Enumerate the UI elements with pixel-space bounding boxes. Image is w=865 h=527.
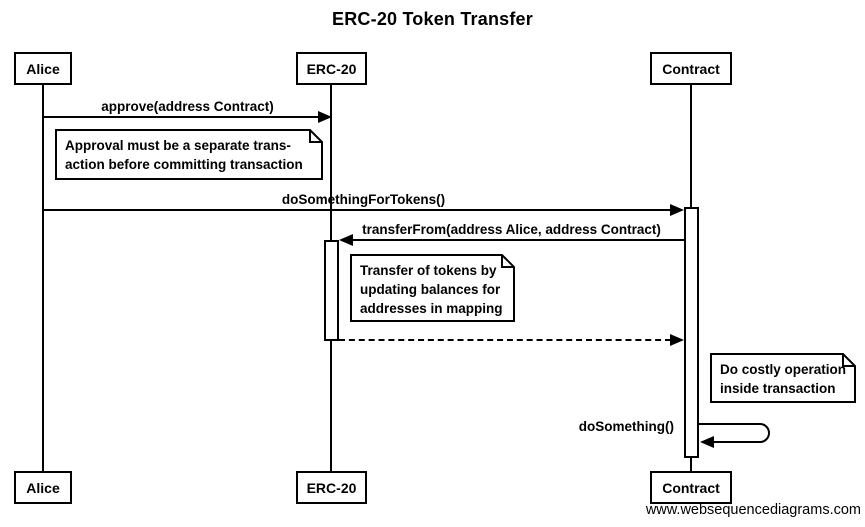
activation-bar-contract <box>684 207 699 458</box>
message-do-something-for-tokens-line <box>43 209 671 211</box>
self-call-arrow-icon <box>699 423 770 448</box>
diagram-title: ERC-20 Token Transfer <box>332 9 533 29</box>
note-approval-line-2: action before committing transaction <box>65 157 303 172</box>
arrowhead-left-icon <box>339 234 353 246</box>
message-transfer-from-label: transferFrom(address Alice, address Cont… <box>362 222 661 237</box>
lifeline-alice <box>42 84 44 471</box>
note-costly-text: Do costly operation inside transaction <box>710 353 856 403</box>
activation-bar-erc20 <box>324 240 339 341</box>
note-transfer-line-3: addresses in mapping <box>360 301 503 316</box>
actor-label-contract-top: Contract <box>662 60 720 77</box>
note-approval: Approval must be a separate trans- actio… <box>55 129 323 180</box>
watermark: www.websequencediagrams.com <box>645 502 861 518</box>
arrowhead-right-icon <box>670 334 684 346</box>
note-approval-line-1: Approval must be a separate trans- <box>65 138 291 153</box>
arrowhead-right-icon <box>670 204 684 216</box>
actor-label-alice-bottom: Alice <box>26 479 60 496</box>
note-outline-icon <box>55 129 323 180</box>
message-approve-line <box>43 116 319 118</box>
actor-box-contract-top: Contract <box>650 52 732 85</box>
lifeline-contract-lower <box>690 456 692 471</box>
note-costly-line-1: Do costly operation <box>720 362 847 377</box>
message-transfer-from-line <box>352 239 684 241</box>
actor-label-contract-bottom: Contract <box>662 479 720 496</box>
note-transfer: Transfer of tokens by updating balances … <box>350 254 515 322</box>
lifeline-contract-upper <box>690 84 692 208</box>
message-approve-label: approve(address Contract) <box>101 99 274 114</box>
actor-box-alice-top: Alice <box>14 52 72 85</box>
note-outline-icon <box>710 353 856 403</box>
note-outline-icon <box>350 254 515 322</box>
message-do-something-for-tokens-label: doSomethingForTokens() <box>281 192 446 207</box>
note-costly-line-2: inside transaction <box>720 381 836 396</box>
note-costly: Do costly operation inside transaction <box>710 353 856 403</box>
actor-label-erc20-top: ERC-20 <box>306 60 357 77</box>
message-do-something-label: doSomething() <box>578 419 674 434</box>
note-transfer-line-1: Transfer of tokens by <box>360 263 497 278</box>
actor-box-alice-bottom: Alice <box>14 471 72 504</box>
actor-box-erc20-bottom: ERC-20 <box>296 471 367 504</box>
actor-label-erc20-bottom: ERC-20 <box>306 479 357 496</box>
arrowhead-right-icon <box>318 111 332 123</box>
actor-label-alice-top: Alice <box>26 60 60 77</box>
note-approval-text: Approval must be a separate trans- actio… <box>55 129 323 180</box>
message-return-line <box>339 339 671 341</box>
note-transfer-text: Transfer of tokens by updating balances … <box>350 254 515 322</box>
note-transfer-line-2: updating balances for <box>360 282 501 297</box>
actor-box-erc20-top: ERC-20 <box>296 52 367 85</box>
actor-box-contract-bottom: Contract <box>650 471 732 504</box>
